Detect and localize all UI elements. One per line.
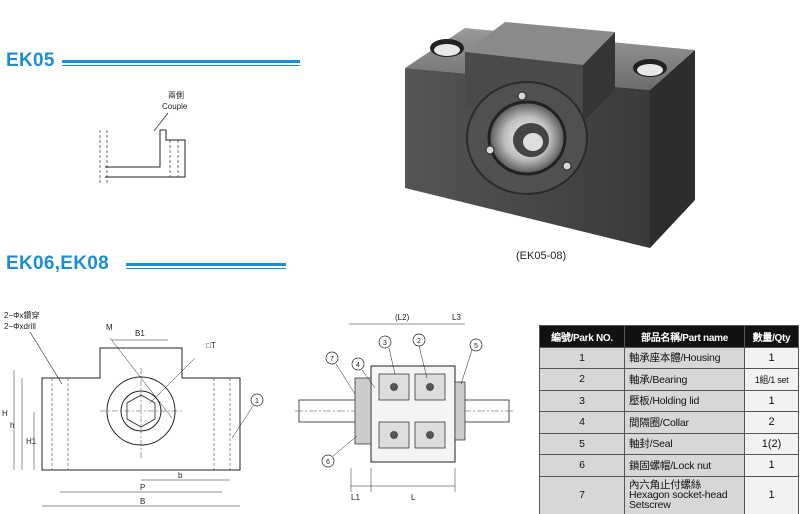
- callout-2: 2: [417, 338, 421, 345]
- dim-b: b: [178, 471, 183, 480]
- dim-L1: L1: [351, 493, 360, 502]
- drill-label-en: 2−Φxdrill: [4, 322, 36, 331]
- part-name: 鎖固螺帽/Lock nut: [624, 454, 745, 477]
- table-row: 1 軸承座本體/Housing 1: [539, 346, 799, 369]
- part-no: 5: [539, 432, 625, 455]
- dim-H1: H1: [26, 437, 37, 446]
- dim-B: B: [140, 497, 145, 506]
- part-name: 內六角止付螺絲 Hexagon socket-head Setscrew: [624, 475, 745, 514]
- table-row: 7 內六角止付螺絲 Hexagon socket-head Setscrew 1: [539, 475, 799, 514]
- callout-4: 4: [356, 362, 360, 369]
- parts-table-header: 編號/Park NO. 部品名稱/Part name 數量/Qty: [539, 325, 799, 348]
- ek05-side-drawing: 兩側 Couple: [99, 90, 188, 185]
- dim-P: P: [140, 483, 145, 492]
- part-no: 3: [539, 389, 625, 412]
- callout-7: 7: [330, 356, 334, 363]
- dim-M: M: [106, 323, 113, 332]
- dim-L2: (L2): [395, 313, 410, 322]
- part-qty: 1: [744, 389, 799, 412]
- part-qty: 1: [744, 346, 799, 369]
- part-no: 2: [539, 368, 625, 391]
- part-no: 1: [539, 346, 625, 369]
- section-rule-ek06-ek08: [126, 263, 286, 269]
- part-name: 軸承座本體/Housing: [624, 346, 745, 369]
- part-name: 間隔圈/Collar: [624, 411, 745, 434]
- ek06-front-view-drawing: 2−Φx鑽穿 2−Φxdrill M B1 □T H h H1 b P B 1: [2, 310, 264, 507]
- callout-3: 3: [383, 340, 387, 347]
- part-qty: 1: [744, 475, 799, 514]
- drill-label-zh: 2−Φx鑽穿: [4, 310, 40, 320]
- ek06-section-view-drawing: (L2) L3 7 4 3 2 5 6 L1 L: [295, 313, 515, 502]
- part-qty: 1: [744, 454, 799, 477]
- section-rule-ek05: [62, 60, 300, 66]
- part-no: 7: [539, 475, 625, 514]
- part-qty: 2: [744, 411, 799, 434]
- dim-L3: L3: [452, 313, 461, 322]
- dim-H: H: [2, 409, 8, 418]
- part-name: 軸封/Seal: [624, 432, 745, 455]
- header-part-no: 編號/Park NO.: [539, 325, 625, 348]
- callout-1-front: 1: [255, 398, 259, 405]
- table-row: 5 軸封/Seal 1(2): [539, 432, 799, 455]
- part-name: 壓板/Holding lid: [624, 389, 745, 412]
- table-row: 3 壓板/Holding lid 1: [539, 389, 799, 412]
- dim-T: □T: [206, 341, 216, 350]
- table-row: 6 鎖固螺帽/Lock nut 1: [539, 454, 799, 477]
- photo-caption: (EK05-08): [516, 250, 567, 262]
- dim-B1: B1: [135, 329, 145, 338]
- couple-label-zh: 兩側: [168, 90, 184, 100]
- bearing-housing-photo: [405, 22, 695, 248]
- section-callouts: 7 4 3 2 5 6: [321, 333, 483, 468]
- dim-L: L: [411, 493, 416, 502]
- table-row: 2 軸承/Bearing 1組/1 set: [539, 368, 799, 391]
- callout-5: 5: [474, 343, 478, 350]
- callout-6: 6: [326, 459, 330, 466]
- header-part-name: 部品名稱/Part name: [624, 325, 745, 348]
- part-qty: 1組/1 set: [744, 368, 799, 391]
- dim-h: h: [10, 421, 14, 430]
- section-title-ek05: EK05: [6, 50, 55, 71]
- part-no: 4: [539, 411, 625, 434]
- part-no: 6: [539, 454, 625, 477]
- part-name: 軸承/Bearing: [624, 368, 745, 391]
- section-title-ek06-ek08: EK06,EK08: [6, 253, 110, 274]
- couple-label-en: Couple: [162, 102, 188, 111]
- header-qty: 數量/Qty: [744, 325, 799, 348]
- part-qty: 1(2): [744, 432, 799, 455]
- parts-table: 編號/Park NO. 部品名稱/Part name 數量/Qty 1 軸承座本…: [539, 325, 799, 514]
- table-row: 4 間隔圈/Collar 2: [539, 411, 799, 434]
